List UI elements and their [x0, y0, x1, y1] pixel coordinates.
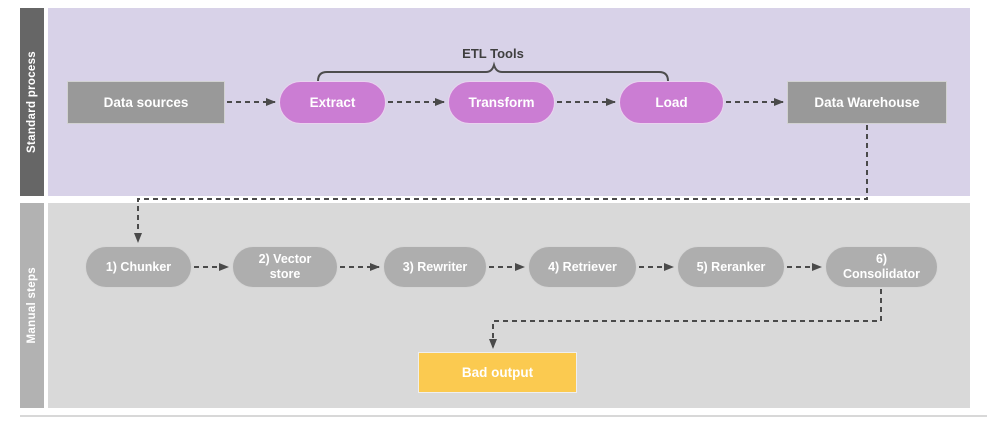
node-consolidator: 6) Consolidator — [825, 246, 938, 288]
node-bad-output-label: Bad output — [461, 365, 534, 380]
node-extract-label: Extract — [309, 95, 356, 110]
node-data-sources-label: Data sources — [103, 95, 189, 110]
lane-label-manual-steps: Manual steps — [26, 267, 38, 344]
etl-tools-label: ETL Tools — [462, 46, 524, 61]
node-retriever-label: 4) Retriever — [548, 259, 617, 274]
node-reranker-label: 5) Reranker — [696, 259, 766, 274]
node-rewriter: 3) Rewriter — [383, 246, 487, 288]
node-consolidator-label: 6) Consolidator — [842, 252, 921, 281]
node-data-sources: Data sources — [67, 81, 225, 124]
lane-bar-standard-process: Standard process — [20, 8, 44, 196]
node-load: Load — [619, 81, 724, 124]
lane-label-standard-process: Standard process — [26, 51, 38, 153]
bottom-divider-line — [20, 415, 987, 417]
node-load-label: Load — [655, 95, 688, 110]
node-transform-label: Transform — [468, 95, 535, 110]
node-data-warehouse: Data Warehouse — [787, 81, 947, 124]
node-bad-output: Bad output — [418, 352, 577, 393]
node-transform: Transform — [448, 81, 555, 124]
node-chunker: 1) Chunker — [85, 246, 192, 288]
node-data-warehouse-label: Data Warehouse — [814, 95, 920, 110]
node-reranker: 5) Reranker — [677, 246, 785, 288]
node-extract: Extract — [279, 81, 386, 124]
node-retriever: 4) Retriever — [528, 246, 637, 288]
node-chunker-label: 1) Chunker — [105, 259, 172, 274]
node-rewriter-label: 3) Rewriter — [402, 259, 468, 274]
lane-bar-manual-steps: Manual steps — [20, 203, 44, 408]
node-vector-store-label: 2) Vector store — [258, 252, 312, 281]
node-vector-store: 2) Vector store — [232, 246, 338, 288]
